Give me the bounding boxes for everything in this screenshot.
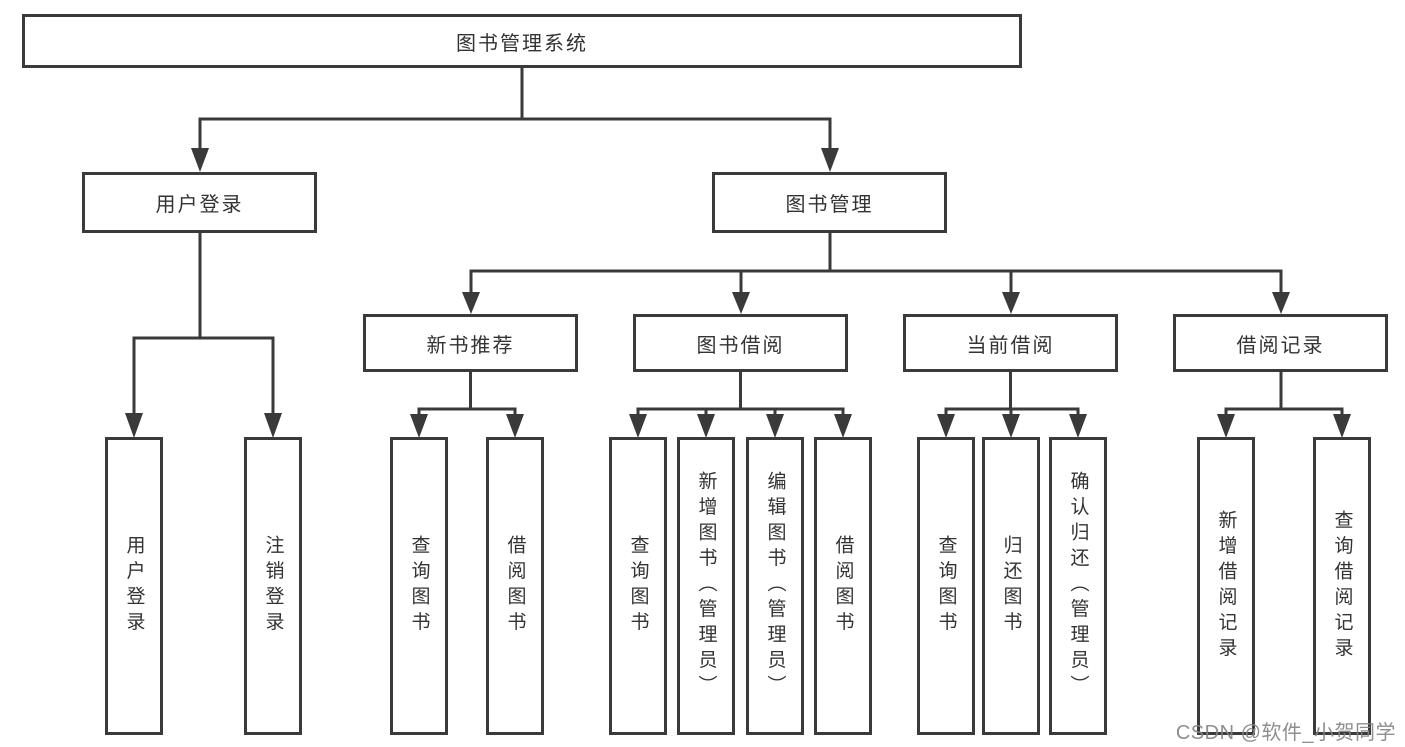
leaf-query-books-current: 查询图书 [917,437,975,735]
leaf-edit-book-admin: 编辑图书（管理员） [746,437,804,735]
node-current-borrowing: 当前借阅 [903,314,1118,372]
node-book-borrowing: 图书借阅 [633,314,848,372]
leaf-label: 新增借阅记录 [1215,509,1237,663]
leaf-label: 新增图书（管理员） [695,471,717,701]
node-label: 借阅记录 [1236,334,1325,357]
leaf-label: 查询图书 [627,535,649,637]
leaf-label: 查询图书 [935,535,957,637]
leaf-user-login: 用户登录 [105,437,163,735]
leaf-label: 查询借阅记录 [1331,509,1353,663]
leaf-label: 借阅图书 [504,535,526,637]
leaf-label: 用户登录 [123,535,145,637]
leaf-label: 归还图书 [1000,535,1022,637]
leaf-add-book-admin: 新增图书（管理员） [677,437,735,735]
leaf-return-books: 归还图书 [982,437,1040,735]
node-library-management-system: 图书管理系统 [22,14,1022,68]
arrowheads [125,148,1351,438]
node-label: 当前借阅 [966,334,1055,357]
leaf-query-borrow-record: 查询借阅记录 [1313,437,1371,735]
node-borrowing-records: 借阅记录 [1173,314,1388,372]
leaf-label: 查询图书 [408,535,430,637]
leaf-confirm-return-admin: 确认归还（管理员） [1049,437,1107,735]
leaf-label: 确认归还（管理员） [1067,471,1089,701]
leaf-borrow-books: 借阅图书 [814,437,872,735]
node-user-login: 用户登录 [82,172,317,233]
leaf-query-books-recommend: 查询图书 [390,437,448,735]
leaf-label: 注销登录 [262,535,284,637]
csdn-watermark: CSDN @软件_小贺同学 [1175,722,1396,744]
leaf-label: 借阅图书 [832,535,854,637]
node-label: 图书管理系统 [456,32,588,55]
node-label: 图书管理 [785,194,874,216]
leaf-logout: 注销登录 [244,437,302,735]
node-label: 新书推荐 [426,334,515,357]
leaf-query-books-borrow: 查询图书 [609,437,667,735]
node-book-management: 图书管理 [712,172,947,233]
node-new-book-recommendation: 新书推荐 [363,314,578,372]
leaf-label: 编辑图书（管理员） [764,471,786,701]
leaf-add-borrow-record: 新增借阅记录 [1197,437,1255,735]
leaf-borrow-books-recommend: 借阅图书 [486,437,544,735]
node-label: 图书借阅 [696,334,785,357]
node-label: 用户登录 [155,194,244,216]
